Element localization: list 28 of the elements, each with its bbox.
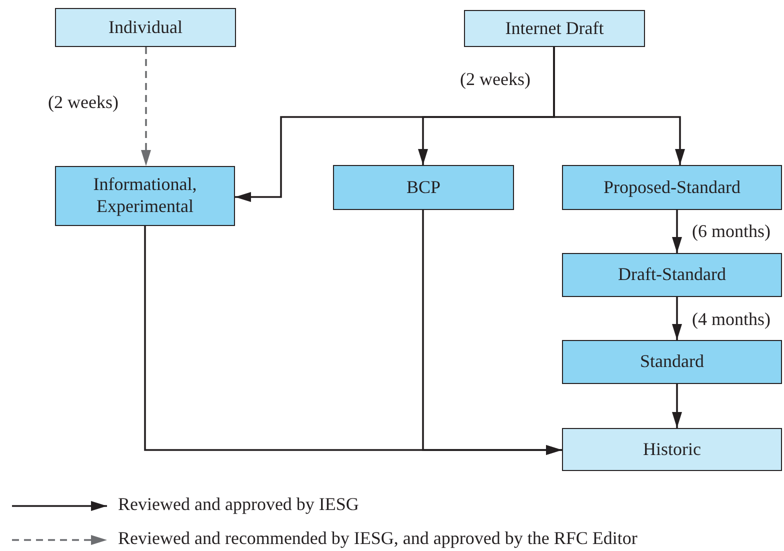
node-label: Historic bbox=[643, 438, 701, 460]
node-label: Standard bbox=[640, 351, 704, 373]
legend-text: Reviewed and approved by IESG bbox=[118, 494, 359, 515]
arrow bbox=[422, 210, 562, 455]
process-box bbox=[562, 165, 782, 210]
node-label: Informational, Experimental bbox=[92, 174, 198, 218]
dashed-arrow bbox=[141, 47, 151, 166]
process-box bbox=[562, 428, 782, 471]
arrow bbox=[672, 210, 682, 253]
edge-label: (6 months) bbox=[692, 222, 770, 242]
process-box bbox=[464, 10, 645, 47]
edge-label: (4 months) bbox=[692, 310, 770, 330]
node-label: Internet Draft bbox=[505, 18, 604, 40]
node-label: Individual bbox=[108, 16, 182, 38]
arrow bbox=[553, 47, 685, 165]
process-box bbox=[333, 165, 514, 210]
node-label: BCP bbox=[406, 176, 441, 198]
process-box bbox=[55, 166, 235, 226]
arrow bbox=[672, 384, 682, 428]
edge-label: (2 weeks) bbox=[48, 93, 118, 113]
process-box bbox=[55, 8, 236, 47]
edge-label: (2 weeks) bbox=[460, 70, 530, 90]
process-box bbox=[562, 340, 782, 384]
node-label: Draft-Standard bbox=[618, 264, 726, 286]
arrow bbox=[672, 297, 682, 340]
node-label: Proposed-Standard bbox=[604, 176, 740, 198]
process-box bbox=[562, 253, 782, 297]
legend-text: Reviewed and recommended by IESG, and approved by the RFC Editor bbox=[118, 528, 638, 549]
